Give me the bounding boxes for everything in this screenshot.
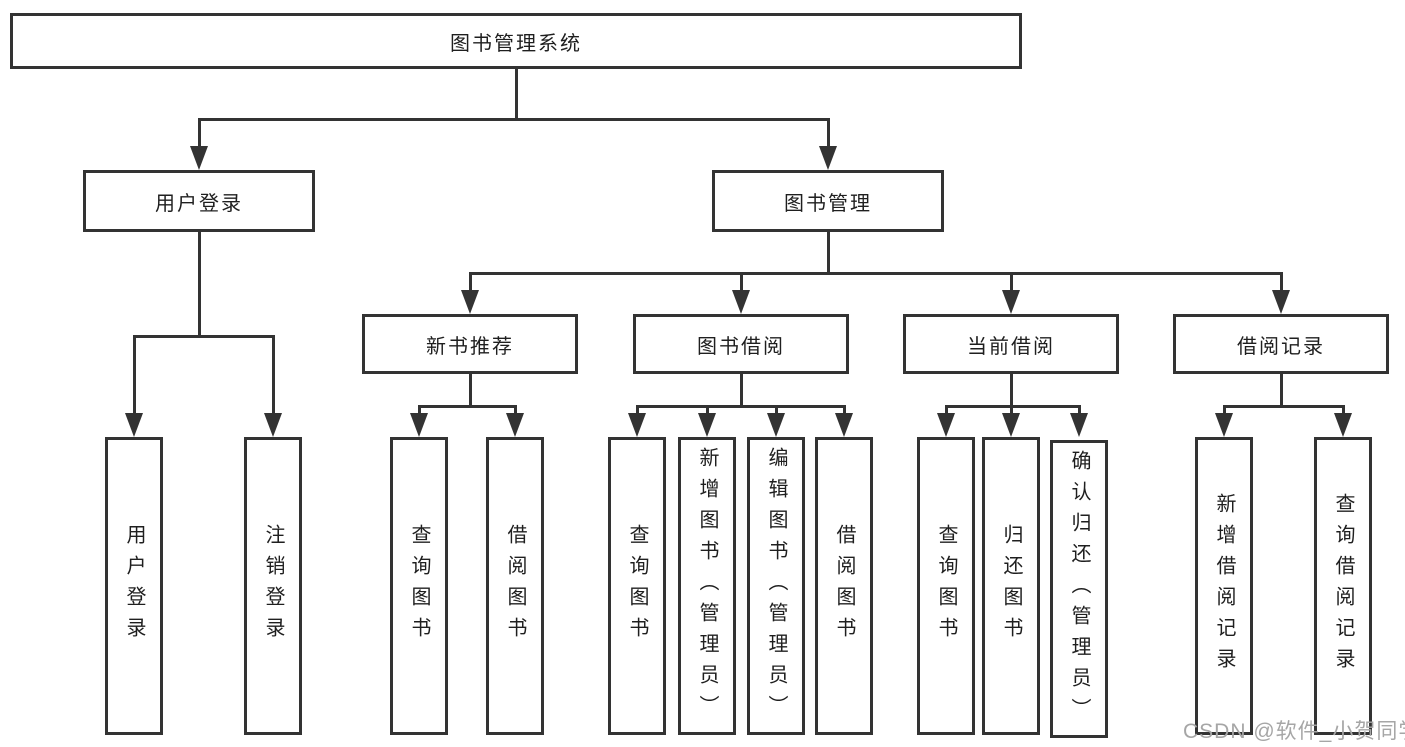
connector-line [469,374,472,408]
connector-line [1010,272,1013,290]
leaf-label: 查询图书 [408,524,430,648]
connector-line [1280,272,1283,290]
leaf-label: 查询借阅记录 [1332,493,1354,679]
leaf-user-login: 用户登录 [105,437,163,735]
down-arrow-icon [1002,290,1020,314]
watermark: CSDN @软件_小贺同学 [1183,720,1405,743]
node-label: 新书推荐 [426,335,514,358]
connector-line [198,118,830,121]
connector-line [515,69,518,121]
connector-line [636,405,639,413]
leaf-label: 查询图书 [935,524,957,648]
leaf-label: 借阅图书 [833,524,855,648]
connector-line [945,405,1081,408]
leaf-logout-login: 注销登录 [244,437,302,735]
connector-line [469,272,472,290]
leaf-add-borrow-record: 新增借阅记录 [1195,437,1253,735]
connector-line [198,232,201,338]
down-arrow-icon [1272,290,1290,314]
connector-line [1010,405,1013,413]
node-library-system: 图书管理系统 [10,13,1022,69]
connector-line [418,405,517,408]
down-arrow-icon [698,413,716,437]
leaf-label: 用户登录 [123,524,145,648]
leaf-confirm-return-admin: 确认归还（管理员） [1050,440,1108,738]
connector-line [272,335,275,413]
leaf-borrow-books-recommend: 借阅图书 [486,437,544,735]
down-arrow-icon [819,146,837,170]
leaf-label: 确认归还（管理员） [1068,449,1090,729]
down-arrow-icon [628,413,646,437]
node-label: 图书借阅 [697,335,785,358]
down-arrow-icon [767,413,785,437]
down-arrow-icon [461,290,479,314]
node-label: 当前借阅 [967,335,1055,358]
node-label: 用户登录 [155,192,243,215]
connector-line [469,272,1283,275]
down-arrow-icon [125,413,143,437]
connector-line [1223,405,1345,408]
node-label: 借阅记录 [1237,335,1325,358]
connector-line [514,405,517,413]
connector-line [945,405,948,413]
connector-line [827,232,830,275]
node-borrowing-records: 借阅记录 [1173,314,1389,374]
leaf-label: 借阅图书 [504,524,526,648]
connector-line [1010,374,1013,408]
leaf-query-books-borrowing: 查询图书 [608,437,666,735]
down-arrow-icon [264,413,282,437]
leaf-label: 编辑图书（管理员） [765,446,787,726]
down-arrow-icon [1002,413,1020,437]
down-arrow-icon [1334,413,1352,437]
leaf-edit-book-admin: 编辑图书（管理员） [747,437,805,735]
node-book-borrowing: 图书借阅 [633,314,849,374]
node-new-book-recommendation: 新书推荐 [362,314,578,374]
connector-line [198,118,201,146]
connector-line [1223,405,1226,413]
down-arrow-icon [506,413,524,437]
leaf-query-borrow-record: 查询借阅记录 [1314,437,1372,735]
connector-line [1342,405,1345,413]
down-arrow-icon [1070,413,1088,437]
leaf-query-books-current: 查询图书 [917,437,975,735]
connector-line [1078,405,1081,413]
leaf-borrow-books-borrowing: 借阅图书 [815,437,873,735]
connector-line [740,272,743,290]
connector-line [636,405,846,408]
connector-line [133,335,275,338]
leaf-label: 查询图书 [626,524,648,648]
down-arrow-icon [410,413,428,437]
connector-line [418,405,421,413]
leaf-label: 新增借阅记录 [1213,493,1235,679]
down-arrow-icon [937,413,955,437]
down-arrow-icon [190,146,208,170]
node-current-borrowing: 当前借阅 [903,314,1119,374]
leaf-add-book-admin: 新增图书（管理员） [678,437,736,735]
down-arrow-icon [835,413,853,437]
leaf-label: 新增图书（管理员） [696,446,718,726]
node-label: 图书管理 [784,192,872,215]
connector-line [706,405,709,413]
leaf-label: 注销登录 [262,524,284,648]
leaf-label: 归还图书 [1000,524,1022,648]
node-book-management: 图书管理 [712,170,944,232]
connector-line [827,118,830,146]
connector-line [133,335,136,413]
connector-line [775,405,778,413]
leaf-query-books-recommend: 查询图书 [390,437,448,735]
connector-line [740,374,743,408]
down-arrow-icon [732,290,750,314]
leaf-return-books: 归还图书 [982,437,1040,735]
down-arrow-icon [1215,413,1233,437]
connector-line [843,405,846,413]
connector-line [1280,374,1283,408]
node-label: 图书管理系统 [450,32,582,55]
node-user-login: 用户登录 [83,170,315,232]
